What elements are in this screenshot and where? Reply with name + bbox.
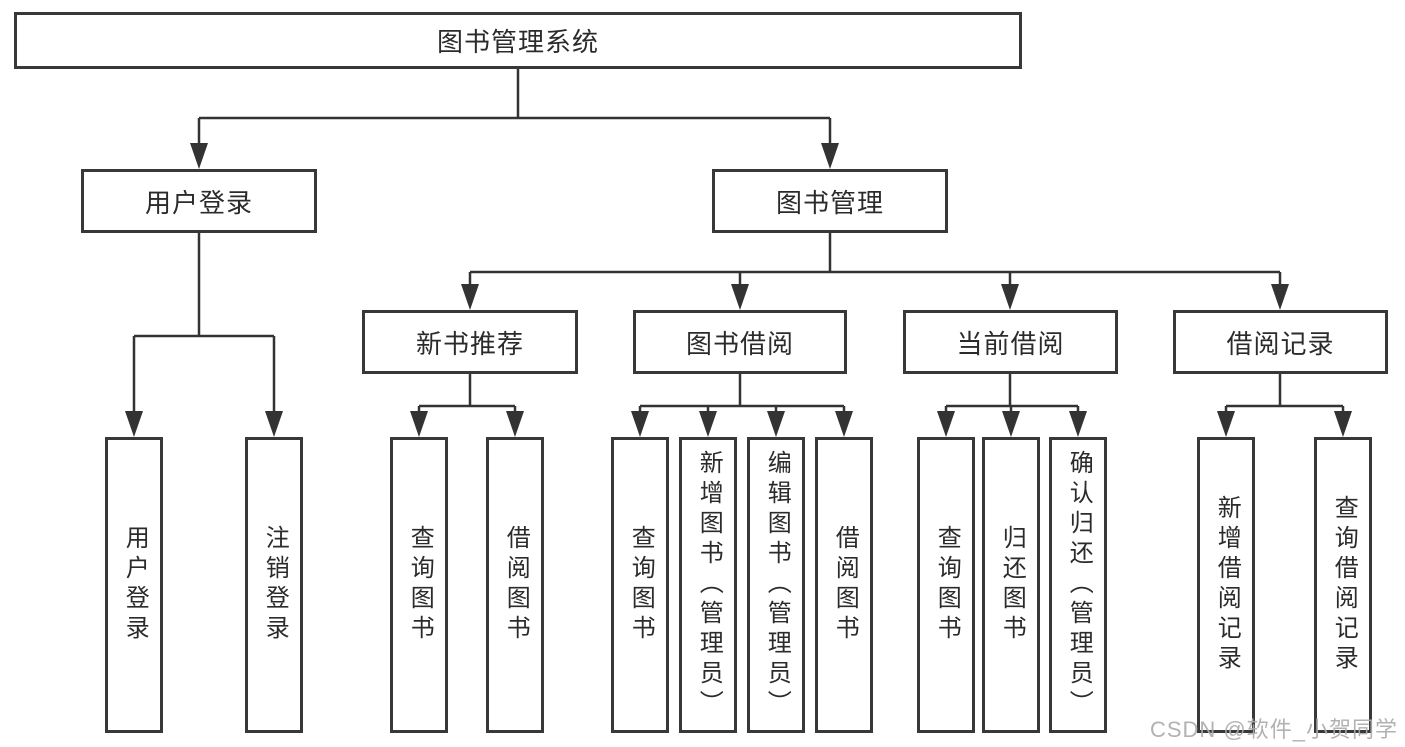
connector-current-borrowing-children — [937, 374, 1087, 437]
leaf-add-borrow-record: 新增借阅记录 — [1197, 437, 1255, 733]
leaf-query-books-borrowing: 查询图书 — [611, 437, 669, 733]
leaf-user-login: 用户登录 — [105, 437, 163, 733]
leaf-borrow-books-borrowing: 借阅图书 — [815, 437, 873, 733]
node-user-login: 用户登录 — [81, 169, 317, 233]
node-borrowing-records: 借阅记录 — [1173, 310, 1388, 374]
connector-root-to-level2 — [190, 69, 839, 169]
connector-borrowing-records-children — [1217, 374, 1352, 437]
node-new-book-recommend: 新书推荐 — [362, 310, 578, 374]
leaf-add-books-admin: 新增图书（管理员） — [679, 437, 737, 733]
leaf-edit-books-admin: 编辑图书（管理员） — [747, 437, 805, 733]
node-book-management: 图书管理 — [712, 169, 948, 233]
leaf-return-books: 归还图书 — [982, 437, 1040, 733]
connector-book-borrowing-children — [631, 374, 853, 437]
connector-new-book-recommend-children — [410, 374, 524, 437]
leaf-confirm-return-admin: 确认归还（管理员） — [1049, 437, 1107, 733]
leaf-logout: 注销登录 — [245, 437, 303, 733]
leaf-query-books-recommend: 查询图书 — [390, 437, 448, 733]
leaf-query-borrow-record: 查询借阅记录 — [1314, 437, 1372, 733]
csdn-watermark: CSDN @软件_小贺同学 — [1149, 717, 1398, 742]
node-book-borrowing: 图书借阅 — [633, 310, 847, 374]
connector-book-management-children — [461, 233, 1289, 310]
node-root-system: 图书管理系统 — [14, 12, 1022, 69]
leaf-borrow-books-recommend: 借阅图书 — [486, 437, 544, 733]
connector-user-login-children — [125, 233, 283, 437]
node-current-borrowing: 当前借阅 — [903, 310, 1118, 374]
leaf-query-books-current: 查询图书 — [917, 437, 975, 733]
